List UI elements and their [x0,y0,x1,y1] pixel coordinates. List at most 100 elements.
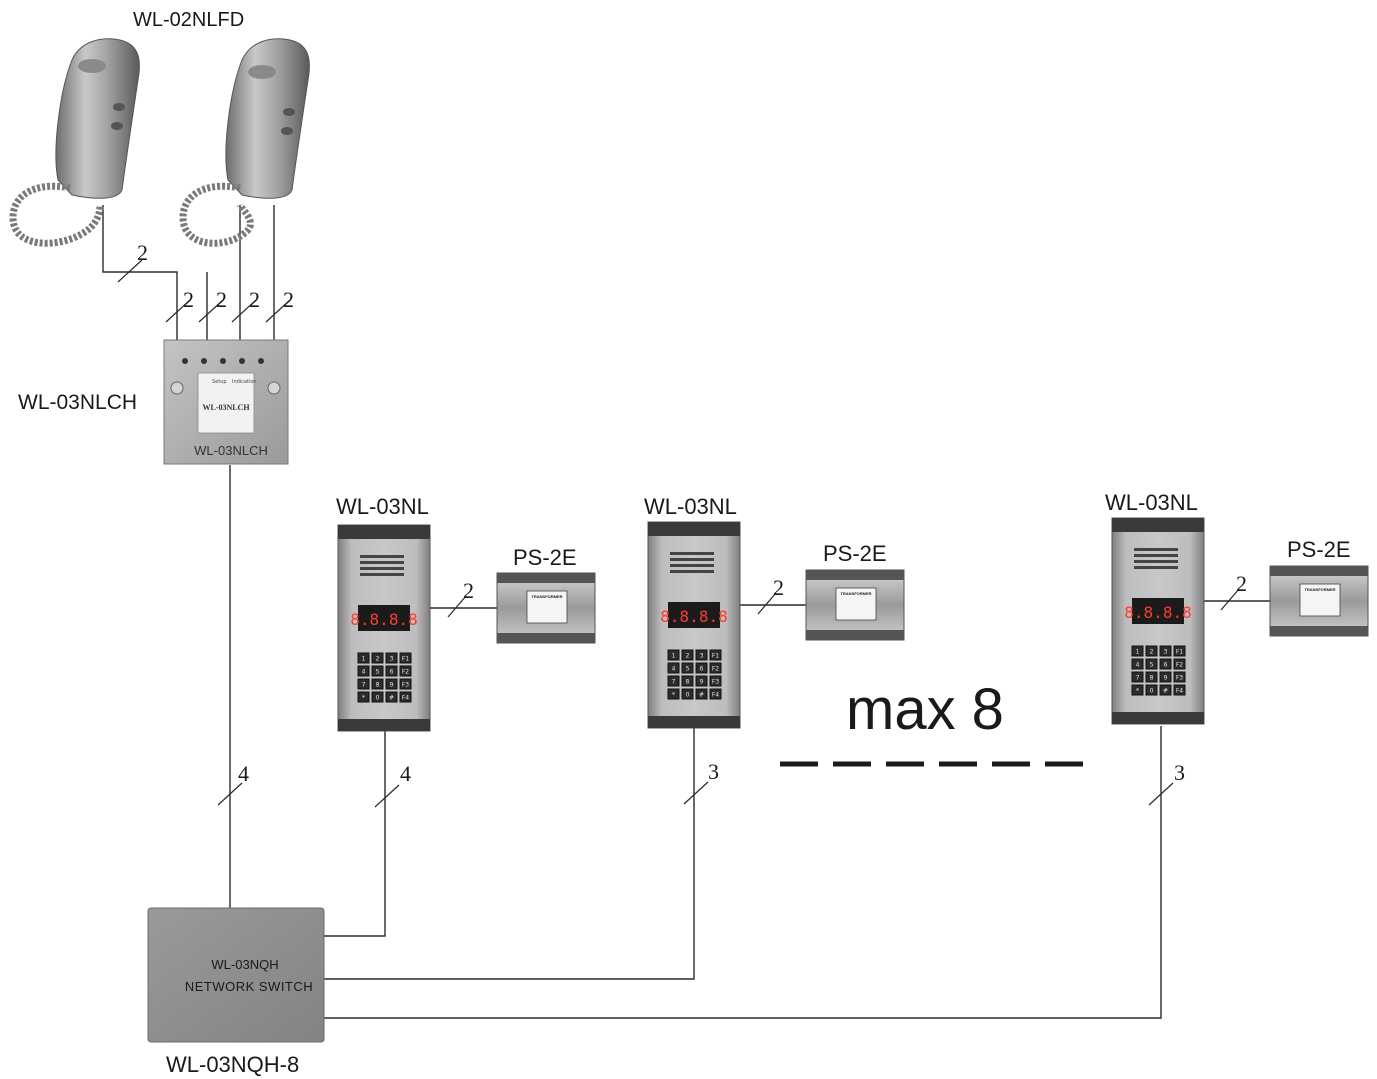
indication-label: Indication [232,379,257,385]
keypad-key-F2[interactable]: F2 [1173,658,1186,670]
wire-panel1-switch [322,731,386,937]
led-icon [201,358,207,364]
keypad-key-1[interactable]: 1 [1131,645,1144,657]
keypad-key-9[interactable]: 9 [1159,671,1172,683]
keypad-key-4[interactable]: 4 [1131,658,1144,670]
keypad-key-3[interactable]: 3 [695,649,708,661]
keypad-key-6[interactable]: 6 [385,665,398,677]
keypad-key-F1[interactable]: F1 [1173,645,1186,657]
keypad-key-3[interactable]: 3 [385,652,398,664]
keypad-key-label: F1 [402,656,409,663]
keypad-key-0[interactable]: 0 [371,691,384,703]
panel-2-label: WL-03NL [644,494,737,519]
keypad-key-2[interactable]: 2 [681,649,694,661]
led-icon [258,358,264,364]
keypad-key-5[interactable]: 5 [681,662,694,674]
keypad-key-F4[interactable]: F4 [1173,684,1186,696]
keypad-key-label: 9 [700,679,704,686]
led-icon [182,358,188,364]
keypad-key-label: F4 [1176,688,1183,695]
keypad-key-3[interactable]: 3 [1159,645,1172,657]
max-devices-label: max 8 [846,677,1004,742]
keypad-key-8[interactable]: 8 [371,678,384,690]
led-icon [239,358,245,364]
handset-model-label: WL-02NLFD [133,9,244,31]
controller-face-label: WL-03NLCH [194,443,268,458]
psu-3-label: PS-2E [1287,537,1351,562]
keypad-key-*[interactable]: * [667,688,680,700]
keypad-key-label: 3 [700,653,704,660]
keypad-key-1[interactable]: 1 [357,652,370,664]
keypad-key-*[interactable]: * [1131,684,1144,696]
keypad-key-*[interactable]: * [357,691,370,703]
keypad-key-F2[interactable]: F2 [399,665,412,677]
keypad-key-label: F3 [712,679,719,686]
wire-count-ch-switch: 4 [238,761,249,786]
keypad-key-0[interactable]: 0 [1145,684,1158,696]
keypad-key-label: 7 [362,682,366,689]
keypad-key-F4[interactable]: F4 [709,688,722,700]
keypad-key-5[interactable]: 5 [371,665,384,677]
keypad-key-#[interactable]: # [385,691,398,703]
psu-2-label: PS-2E [823,541,887,566]
keypad-key-8[interactable]: 8 [1145,671,1158,683]
psu-plate-title: TRANSFORMER [1304,587,1335,592]
keypad-key-label: 4 [362,669,366,676]
wire-count-ch-in-2: 2 [216,287,227,312]
keypad-key-F1[interactable]: F1 [709,649,722,661]
keypad-key-4[interactable]: 4 [357,665,370,677]
keypad-key-label: 4 [672,666,676,673]
keypad-key-label: 9 [390,682,394,689]
keypad-key-F4[interactable]: F4 [399,691,412,703]
handset-button [111,122,123,130]
keypad-key-#[interactable]: # [1159,684,1172,696]
keypad-key-9[interactable]: 9 [385,678,398,690]
switch-model-label: WL-03NQH-8 [166,1052,299,1077]
keypad-key-label: 8 [376,682,380,689]
keypad-key-#[interactable]: # [695,688,708,700]
controller-model-label: WL-03NLCH [18,391,137,414]
keypad-key-label: * [1136,688,1139,695]
keypad-key-label: F4 [712,692,719,699]
keypad-key-8[interactable]: 8 [681,675,694,687]
keypad-key-6[interactable]: 6 [695,662,708,674]
keypad-key-0[interactable]: 0 [681,688,694,700]
keypad-key-label: 1 [362,656,366,663]
keypad-key-label: 0 [686,692,690,699]
wire-count-ch-in-1: 2 [183,287,194,312]
keypad-key-label: 5 [376,669,380,676]
keypad-key-2[interactable]: 2 [1145,645,1158,657]
keypad-key-label: 2 [1150,649,1154,656]
keypad-key-F3[interactable]: F3 [709,675,722,687]
handset-button [283,108,295,116]
keypad-key-2[interactable]: 2 [371,652,384,664]
keypad-key-label: 0 [1150,688,1154,695]
keypad-key-F2[interactable]: F2 [709,662,722,674]
keypad-key-1[interactable]: 1 [667,649,680,661]
keypad-key-7[interactable]: 7 [357,678,370,690]
keypad-key-label: 6 [700,666,704,673]
keypad-key-F1[interactable]: F1 [399,652,412,664]
keypad-key-7[interactable]: 7 [1131,671,1144,683]
keypad-key-9[interactable]: 9 [695,675,708,687]
keypad-key-7[interactable]: 7 [667,675,680,687]
keypad-key-F3[interactable]: F3 [399,678,412,690]
keypad-key-label: F1 [712,653,719,660]
keypad-key-label: 9 [1164,675,1168,682]
handset-1 [9,38,140,247]
keypad-key-F3[interactable]: F3 [1173,671,1186,683]
handset-2 [179,38,310,247]
keypad-key-5[interactable]: 5 [1145,658,1158,670]
keypad-key-label: 7 [1136,675,1140,682]
wire-panel3-switch [322,726,1162,1019]
keypad-key-6[interactable]: 6 [1159,658,1172,670]
speaker-grille-icon [670,552,714,573]
keypad-key-label: * [362,695,365,702]
keypad-key-4[interactable]: 4 [667,662,680,674]
